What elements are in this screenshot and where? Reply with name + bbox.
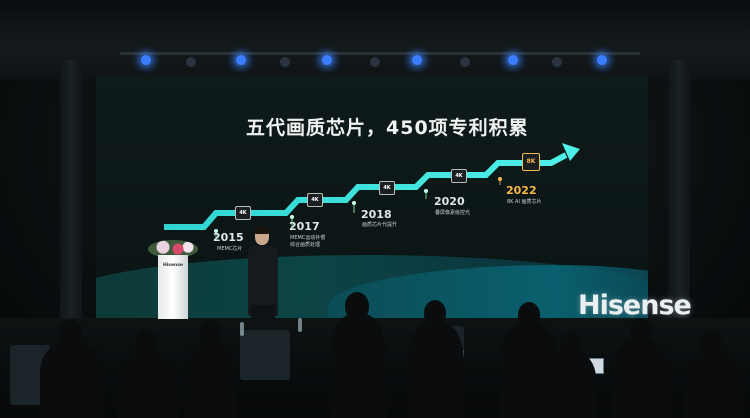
pillar — [60, 60, 82, 340]
audience-head — [60, 320, 82, 346]
chip-icon: 4K — [451, 169, 467, 183]
audience-head — [518, 302, 540, 328]
spotlight — [370, 57, 380, 67]
presenter-legs — [251, 305, 275, 323]
water-bottle — [240, 322, 244, 336]
podium-logo: Hisense — [163, 263, 183, 268]
audience-head — [200, 320, 220, 344]
spotlight — [280, 57, 290, 67]
audience-head — [700, 330, 722, 356]
ceiling — [0, 0, 750, 80]
spotlight — [412, 55, 422, 65]
light-truss — [120, 52, 640, 55]
spotlight — [236, 55, 246, 65]
projection-screen: 五代画质芯片，450项专利积累 4K 4K 4K 4K 8K — [96, 75, 648, 325]
milestone-year: 2020 — [434, 195, 465, 208]
audience-head — [560, 332, 580, 356]
chair — [240, 330, 290, 380]
milestone-year: 2018 — [361, 208, 392, 221]
audience-member — [546, 352, 596, 418]
milestone-year: 2017 — [289, 220, 320, 233]
audience-head — [135, 330, 157, 356]
spotlight — [141, 55, 151, 65]
milestone-caption: MEMC芯片 — [217, 246, 243, 252]
chip-icon-8k: 8K — [522, 153, 540, 171]
spotlight — [322, 55, 332, 65]
audience-member — [330, 314, 386, 418]
chip-icon: 4K — [307, 193, 323, 207]
spotlight — [460, 57, 470, 67]
audience-member — [408, 322, 464, 418]
brand-logo: Hisense — [578, 290, 692, 321]
audience-member — [118, 352, 178, 418]
milestone-caption: 画质芯片代提升 — [362, 222, 398, 228]
spotlight — [508, 55, 518, 65]
spotlight — [597, 55, 607, 65]
milestone-year-highlight: 2022 — [506, 184, 537, 197]
milestone-caption: MEMC运动补偿 综合画质处理 — [290, 235, 326, 248]
audience-member — [684, 352, 744, 418]
audience-member — [185, 340, 237, 418]
flower-arrangement — [148, 240, 198, 258]
chip-icon: 4K — [379, 181, 395, 195]
slide-title: 五代画质芯片，450项专利积累 — [246, 117, 529, 139]
spotlight — [186, 57, 196, 67]
audience-head — [630, 318, 652, 344]
milestone-caption: 8K AI 画质芯片 — [507, 199, 542, 205]
milestone-caption: 叠屏像素级控光 — [435, 210, 471, 216]
pillar — [668, 60, 690, 340]
chip-icon: 4K — [235, 206, 251, 220]
milestone-year: 2015 — [213, 231, 244, 244]
audience-head — [424, 300, 446, 326]
audience-member — [612, 340, 672, 418]
audience-member — [40, 342, 104, 418]
presenter-hair — [254, 226, 270, 234]
arrow-head-icon — [562, 143, 580, 161]
presenter — [248, 246, 278, 316]
podium — [158, 255, 188, 319]
water-bottle — [298, 318, 302, 332]
spotlight — [552, 57, 562, 67]
